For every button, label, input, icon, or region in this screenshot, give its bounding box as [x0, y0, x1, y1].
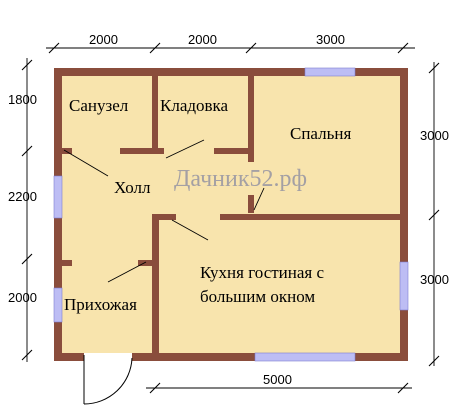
window-bedroom-top	[304, 67, 356, 77]
wall-entrance-right	[138, 260, 158, 266]
door-leader-lines	[63, 139, 265, 283]
interior-walls	[62, 76, 400, 361]
dimension-right: 3000 3000	[420, 62, 449, 367]
room-label-bathroom: Санузел	[69, 96, 129, 115]
dim-tick	[21, 59, 33, 71]
dim-top-1: 2000	[89, 32, 118, 47]
wall-bedroom-jamb	[248, 195, 254, 213]
dim-left-2: 2200	[8, 189, 37, 204]
front-door-opening	[84, 353, 132, 361]
dim-tick	[245, 42, 257, 54]
front-door-icon	[83, 355, 133, 405]
dimension-left: 1800 2200 2000	[8, 58, 37, 362]
dim-tick	[149, 382, 161, 394]
wall-storage-bedroom	[248, 76, 254, 154]
room-label-kitchen-line1: Кухня гостиная с	[200, 263, 324, 282]
watermark: Дачник52.рф	[174, 166, 307, 192]
wall-bath-left	[62, 148, 72, 154]
dimension-bottom: 5000	[146, 372, 412, 394]
dimension-top: 2000 2000 3000	[46, 32, 415, 54]
window-kitchen-right	[399, 261, 409, 311]
room-label-bedroom: Спальня	[290, 124, 351, 143]
dim-bottom-1: 5000	[263, 372, 292, 387]
wall-bath-right	[120, 148, 164, 154]
dim-tick	[21, 145, 33, 157]
dim-tick	[428, 62, 440, 74]
room-label-storage: Кладовка	[160, 96, 229, 115]
dim-tick	[21, 349, 33, 361]
dim-top-2: 2000	[188, 32, 217, 47]
room-label-kitchen-line2: большим окном	[200, 287, 315, 306]
wall-kitchen-top-left	[152, 214, 176, 220]
dim-tick	[428, 355, 440, 367]
room-label-entrance: Прихожая	[64, 295, 137, 314]
room-label-hall: Холл	[114, 178, 151, 197]
windows	[53, 67, 409, 362]
dim-left-3: 2000	[8, 290, 37, 305]
window-kitchen-bottom	[254, 352, 356, 362]
wall-storage-bottom	[214, 148, 254, 154]
dim-tick	[397, 42, 409, 54]
dim-tick	[48, 42, 60, 54]
dim-top-3: 3000	[316, 32, 345, 47]
dim-left-1: 1800	[8, 92, 37, 107]
wall-bath-storage	[152, 76, 158, 154]
window-hall-left	[53, 175, 63, 219]
dim-right-1: 3000	[420, 128, 449, 143]
dim-tick	[397, 382, 409, 394]
dim-right-2: 3000	[420, 272, 449, 287]
wall-entrance-left	[62, 260, 72, 266]
dim-tick	[149, 42, 161, 54]
window-entrance-left	[53, 287, 63, 323]
wall-bedroom-kitchen	[220, 214, 400, 220]
wall-stub-bedroom	[248, 148, 254, 162]
dim-tick	[428, 209, 440, 221]
dim-tick	[21, 253, 33, 265]
wall-entrance-kitchen	[152, 214, 159, 361]
